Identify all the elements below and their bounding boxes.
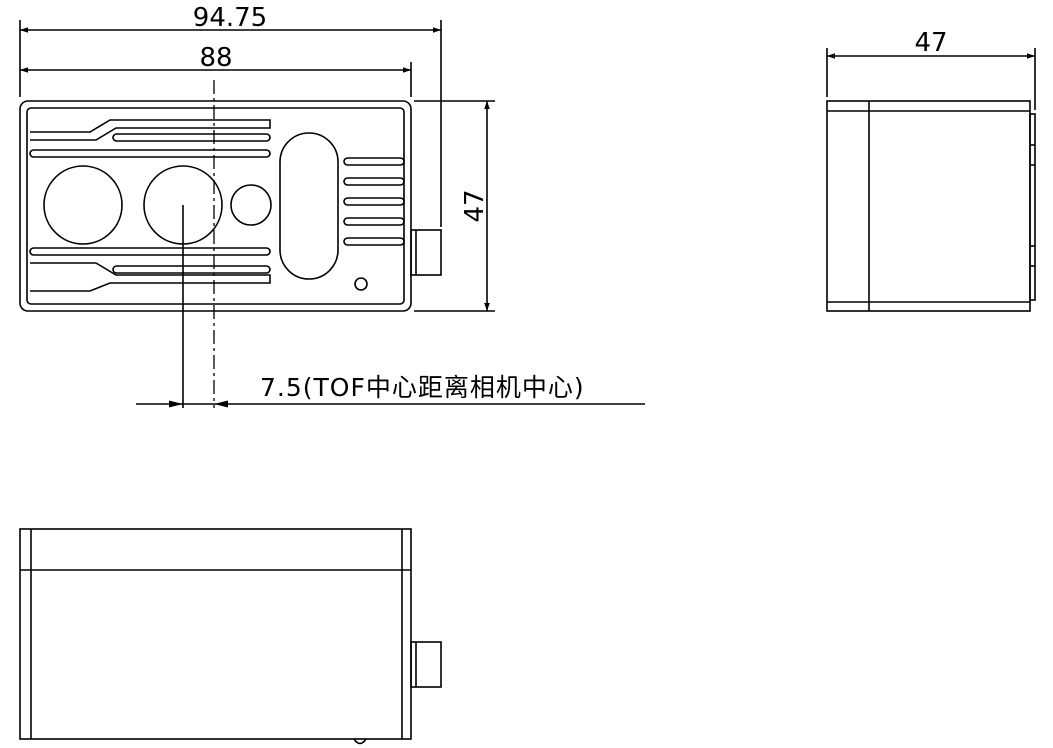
top-body	[19, 528, 412, 740]
bottom-screw	[353, 738, 367, 745]
right-vent-slots	[343, 157, 405, 246]
front-connector	[410, 229, 442, 276]
dim-overall-width: 94.75	[193, 3, 267, 33]
tof-lens	[43, 165, 123, 245]
pill-window	[279, 132, 339, 280]
dim-depth: 47	[914, 28, 947, 58]
dim-body-width: 88	[199, 43, 232, 73]
indicator-led	[354, 277, 368, 291]
bottom-vent-slots	[29, 247, 271, 292]
side-body	[826, 100, 1031, 312]
dim-offset-note: 7.5(TOF中心距离相机中心)	[260, 373, 585, 402]
side-connector-strip	[1029, 113, 1036, 301]
front-view	[19, 80, 442, 408]
side-view: 47	[826, 28, 1036, 312]
front-outer-body	[19, 100, 412, 312]
front-dimensions: 94.75 88 47 7.5(TOF中心距离相机中心)	[19, 3, 645, 408]
dim-height: 47	[460, 189, 490, 222]
front-inner-bezel	[26, 107, 405, 305]
top-view	[19, 528, 442, 745]
small-sensor	[230, 184, 272, 226]
top-connector	[410, 641, 442, 688]
top-vent-slots	[29, 119, 271, 158]
